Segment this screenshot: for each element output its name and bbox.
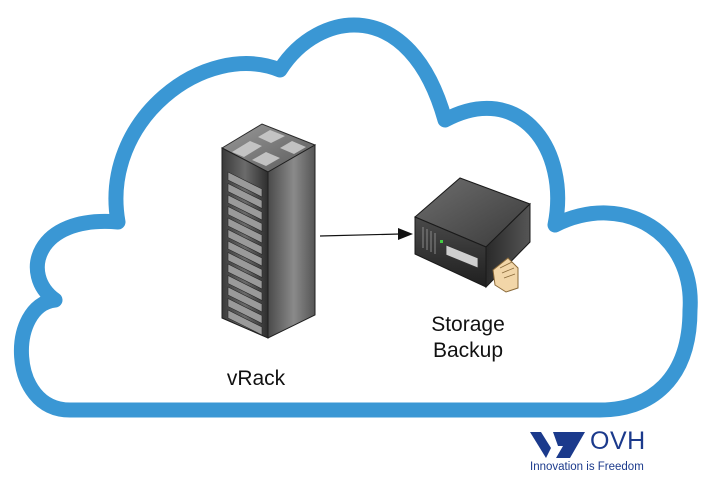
ovh-wordmark: OVH: [590, 427, 646, 455]
rack-drive-slot: [227, 275, 263, 301]
storage-server-icon: [414, 177, 531, 293]
rack-drive-slot: [227, 240, 263, 267]
storage-backup-label: Storage Backup: [398, 312, 538, 364]
vrack-label: vRack: [226, 367, 286, 390]
connector-arrow: [319, 228, 413, 240]
rack-drive-slot: [227, 217, 263, 244]
rack-drive-slot: [227, 286, 263, 313]
cloud-outline: [13, 17, 698, 418]
rack-drive-slot: [227, 263, 263, 290]
rack-drive-slot: [227, 183, 263, 209]
rack-drive-slot: [227, 171, 263, 198]
server-rack-icon: [220, 123, 317, 339]
hand-icon: [492, 257, 519, 293]
rack-drive-slot: [227, 298, 263, 324]
rack-drive-slot: [227, 309, 263, 336]
ovh-logo-mark: [530, 432, 585, 458]
rack-drive-slot: [227, 206, 263, 232]
rack-drive-slot: [227, 194, 263, 221]
rack-drive-slot: [227, 229, 263, 255]
rack-drive-slot: [227, 252, 263, 278]
ovh-tagline: Innovation is Freedom: [530, 461, 644, 473]
storage-label-line-1: Storage: [431, 313, 505, 336]
storage-label-line-2: Backup: [432, 339, 504, 362]
